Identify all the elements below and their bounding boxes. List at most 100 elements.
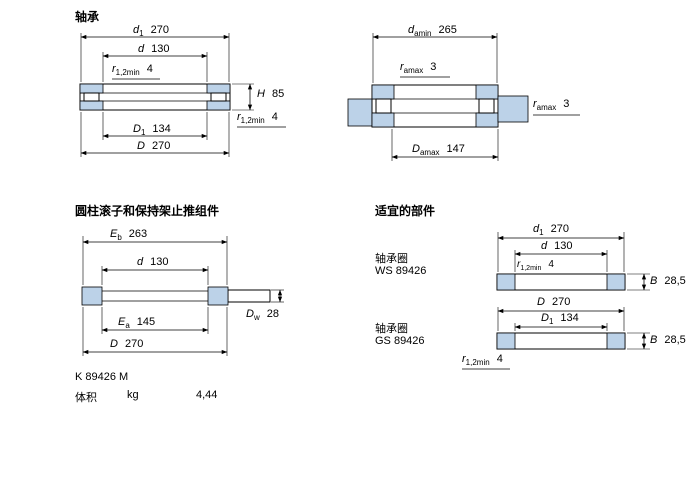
washer-cross-section [496, 332, 516, 350]
dim-D-lines [82, 307, 228, 356]
dim-symbol: D [137, 140, 145, 152]
dim-value: 4 [548, 259, 554, 270]
dim-symbol: D [537, 296, 545, 308]
washer-body [496, 332, 626, 350]
gs-washer-view [462, 307, 650, 370]
dim-d1-lines [80, 33, 230, 82]
dim-value: 263 [128, 228, 148, 240]
dim-value: 3 [430, 61, 437, 73]
dim-d-lines [514, 250, 608, 272]
dim-B-lines [627, 332, 650, 350]
dim-subscript: 1,2min [240, 116, 265, 126]
dim-D-lines [497, 307, 625, 331]
dim-symbol: D [246, 308, 254, 320]
dim-subscript: amax [419, 148, 440, 158]
dim-symbol: r [400, 61, 404, 73]
dim-subscript: 1,2min [520, 265, 542, 272]
abutment-view [347, 33, 580, 161]
roller [210, 92, 227, 102]
dim-value: 85 [271, 88, 285, 100]
dim-d1-lines [497, 232, 625, 272]
dim-label-ramax-top: ramax 3 [400, 61, 436, 77]
cage-cross-section [207, 286, 229, 306]
dim-symbol: d [533, 223, 540, 235]
dim-subscript: amax [403, 66, 424, 76]
dim-symbol: r [237, 111, 241, 123]
washer-cross-section [475, 84, 499, 100]
dim-symbol: B [650, 334, 658, 346]
dim-value: 270 [151, 140, 171, 152]
dim-D-lines [80, 112, 230, 157]
dim-subscript: 1 [140, 128, 146, 138]
section-title-bearing: 轴承 [75, 10, 100, 24]
roller [83, 92, 100, 102]
gs-component-designation: GS 89426 [375, 335, 425, 347]
dim-symbol: B [650, 275, 658, 287]
dim-value: 4 [146, 63, 153, 75]
washer-cross-section [606, 273, 626, 291]
dim-label-B-gs: B 28,5 [650, 334, 686, 350]
dim-subscript: b [117, 233, 122, 243]
dim-subscript: amax [536, 103, 557, 113]
roller [375, 98, 392, 114]
dim-subscript: 1,2min [465, 358, 490, 368]
washer-cross-section [206, 100, 231, 111]
washer-cross-section [206, 83, 231, 94]
dim-value: 270 [124, 338, 144, 350]
dim-value: 28,5 [664, 334, 686, 346]
dim-symbol: d [541, 240, 548, 252]
dim-symbol: d [138, 43, 145, 55]
dim-label-Eb: Eb 263 [110, 228, 147, 244]
dim-value: 130 [554, 240, 573, 252]
dim-label-ramax-right: ramax 3 [533, 98, 569, 114]
washer-cross-section [606, 332, 626, 350]
dim-value: 134 [560, 312, 579, 324]
dim-value: 270 [150, 24, 169, 36]
dim-symbol: d [133, 24, 140, 36]
housing-shoulder [497, 95, 529, 123]
dim-subscript: 1 [539, 228, 544, 238]
dim-symbol: E [110, 228, 118, 240]
dim-symbol: D [110, 338, 118, 350]
dim-Damax-lines [391, 129, 499, 161]
dim-label-D: D 270 [137, 140, 170, 156]
dim-label-D-assembly: D 270 [110, 338, 143, 354]
dim-value: 4 [271, 111, 278, 123]
dim-symbol: D [412, 143, 420, 155]
washer-cross-section [475, 112, 499, 128]
dim-value: 3 [563, 98, 570, 110]
assembly-designation: K 89426 M [75, 371, 129, 383]
dim-symbol: r [112, 63, 116, 75]
dim-symbol: H [257, 88, 265, 100]
section-title-suitable: 适宜的部件 [375, 204, 436, 218]
dim-label-Damax: Damax 147 [412, 143, 465, 159]
dim-d-lines [101, 266, 209, 285]
dim-symbol: r [533, 98, 537, 110]
dim-H-lines [232, 83, 254, 111]
dim-Eb-lines [82, 236, 228, 285]
dim-symbol: E [118, 316, 126, 328]
dim-d-lines [102, 52, 208, 82]
dim-value: 147 [446, 143, 465, 155]
bearing-section-view [79, 33, 286, 157]
assembly-view [81, 236, 284, 356]
mass-value: 4,44 [196, 389, 218, 401]
washer-cross-section [371, 84, 395, 100]
roller-side-view [227, 289, 271, 303]
dim-symbol: d [408, 24, 415, 36]
dim-label-r12min-bottom: r1,2min 4 [237, 111, 278, 127]
dim-value: 130 [150, 256, 169, 268]
dim-D1-lines [514, 323, 608, 331]
dim-B-lines [627, 273, 650, 291]
dim-symbol: d [137, 256, 144, 268]
dim-value: 4 [496, 353, 503, 365]
